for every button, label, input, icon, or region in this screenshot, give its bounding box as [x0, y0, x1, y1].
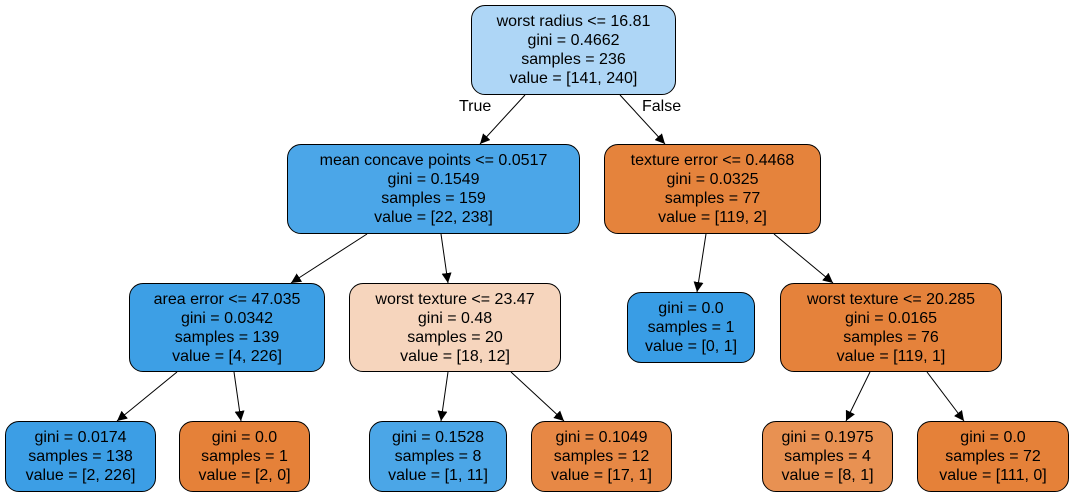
node-line: samples = 159: [381, 190, 486, 207]
tree-node-leaf: gini = 0.0 samples = 1 value = [2, 0]: [179, 421, 310, 492]
edge-label-false: False: [642, 98, 682, 115]
node-line: samples = 12: [553, 448, 650, 465]
edge-n8-n10: [773, 233, 834, 284]
edge-n8-n9: [693, 233, 707, 293]
tree-node-leaf: gini = 0.0 samples = 1 value = [0, 1]: [627, 292, 755, 363]
edge-n0-n1: [479, 94, 526, 145]
node-line: samples = 20: [407, 328, 503, 346]
tree-node-leaf: gini = 0.0174 samples = 138 value = [2, …: [5, 421, 156, 492]
node-line: value = [111, 0]: [939, 467, 1047, 484]
node-line: gini = 0.0165: [844, 309, 938, 327]
tree-node-worst-texture: worst texture <= 20.285 gini = 0.0165 sa…: [780, 283, 1002, 372]
node-line: gini = 0.48: [417, 309, 493, 327]
node-line: gini = 0.0: [960, 429, 1026, 446]
edge-n10-n12: [926, 371, 965, 422]
node-line: gini = 0.1549: [387, 171, 480, 188]
node-line: value = [2, 226]: [25, 467, 136, 484]
node-line: worst radius <= 16.81: [496, 13, 651, 30]
edge-n5-n7: [510, 371, 565, 422]
tree-node-leaf: gini = 0.0 samples = 72 value = [111, 0]: [917, 421, 1069, 492]
edge-n0-n8: [619, 94, 666, 145]
node-line: value = [1, 11]: [388, 467, 488, 484]
node-line: value = [119, 2]: [658, 209, 767, 226]
node-line: gini = 0.1528: [391, 429, 485, 446]
node-line: gini = 0.0325: [666, 171, 759, 188]
tree-node-root: worst radius <= 16.81 gini = 0.4662 samp…: [471, 5, 676, 95]
node-line: area error <= 47.035: [153, 290, 301, 308]
tree-node-leaf: gini = 0.1528 samples = 8 value = [1, 11…: [369, 421, 507, 492]
node-line: worst texture <= 20.285: [806, 290, 976, 308]
node-line: samples = 76: [843, 328, 939, 346]
node-line: samples = 1: [647, 319, 735, 336]
node-line: value = [0, 1]: [644, 338, 738, 355]
tree-node-mean-concave-points: mean concave points <= 0.0517 gini = 0.1…: [287, 144, 580, 234]
node-line: samples = 139: [174, 328, 280, 346]
tree-node-leaf: gini = 0.1975 samples = 4 value = [8, 1]: [762, 421, 893, 492]
tree-node-leaf: gini = 0.1049 samples = 12 value = [17, …: [531, 421, 672, 492]
node-line: gini = 0.1975: [781, 429, 874, 446]
node-line: value = [4, 226]: [172, 347, 282, 365]
node-line: gini = 0.0174: [34, 429, 127, 446]
node-line: value = [2, 0]: [198, 467, 291, 484]
node-line: samples = 8: [394, 448, 482, 465]
edge-label-true: True: [459, 98, 492, 115]
node-line: samples = 138: [28, 448, 133, 465]
tree-node-worst-texture: worst texture <= 23.47 gini = 0.48 sampl…: [349, 283, 561, 372]
node-line: gini = 0.0: [211, 429, 278, 446]
edge-n1-n5: [440, 233, 452, 284]
node-line: value = [119, 1]: [836, 347, 946, 365]
node-line: samples = 77: [664, 190, 761, 207]
node-line: value = [8, 1]: [781, 467, 874, 484]
node-line: value = [22, 238]: [374, 209, 493, 226]
node-line: samples = 1: [201, 448, 288, 465]
node-line: value = [17, 1]: [551, 467, 652, 484]
node-line: gini = 0.0: [658, 300, 724, 317]
edge-n2-n4: [233, 371, 245, 422]
node-line: samples = 236: [521, 51, 626, 68]
edge-n2-n3: [116, 371, 178, 422]
edge-n10-n11: [845, 371, 871, 422]
node-line: gini = 0.4662: [527, 32, 620, 49]
node-line: gini = 0.0342: [180, 309, 274, 327]
node-line: gini = 0.1049: [555, 429, 648, 446]
node-line: worst texture <= 23.47: [375, 290, 535, 308]
tree-node-area-error: area error <= 47.035 gini = 0.0342 sampl…: [129, 283, 325, 372]
node-line: samples = 4: [784, 448, 871, 465]
node-line: value = [141, 240]: [509, 70, 638, 87]
node-line: mean concave points <= 0.0517: [319, 152, 548, 169]
edge-n5-n6: [437, 371, 449, 422]
tree-node-texture-error: texture error <= 0.4468 gini = 0.0325 sa…: [604, 144, 821, 234]
node-line: value = [18, 12]: [400, 347, 510, 365]
node-line: texture error <= 0.4468: [630, 152, 795, 169]
node-line: samples = 72: [945, 448, 1041, 465]
edge-n1-n2: [290, 233, 368, 284]
